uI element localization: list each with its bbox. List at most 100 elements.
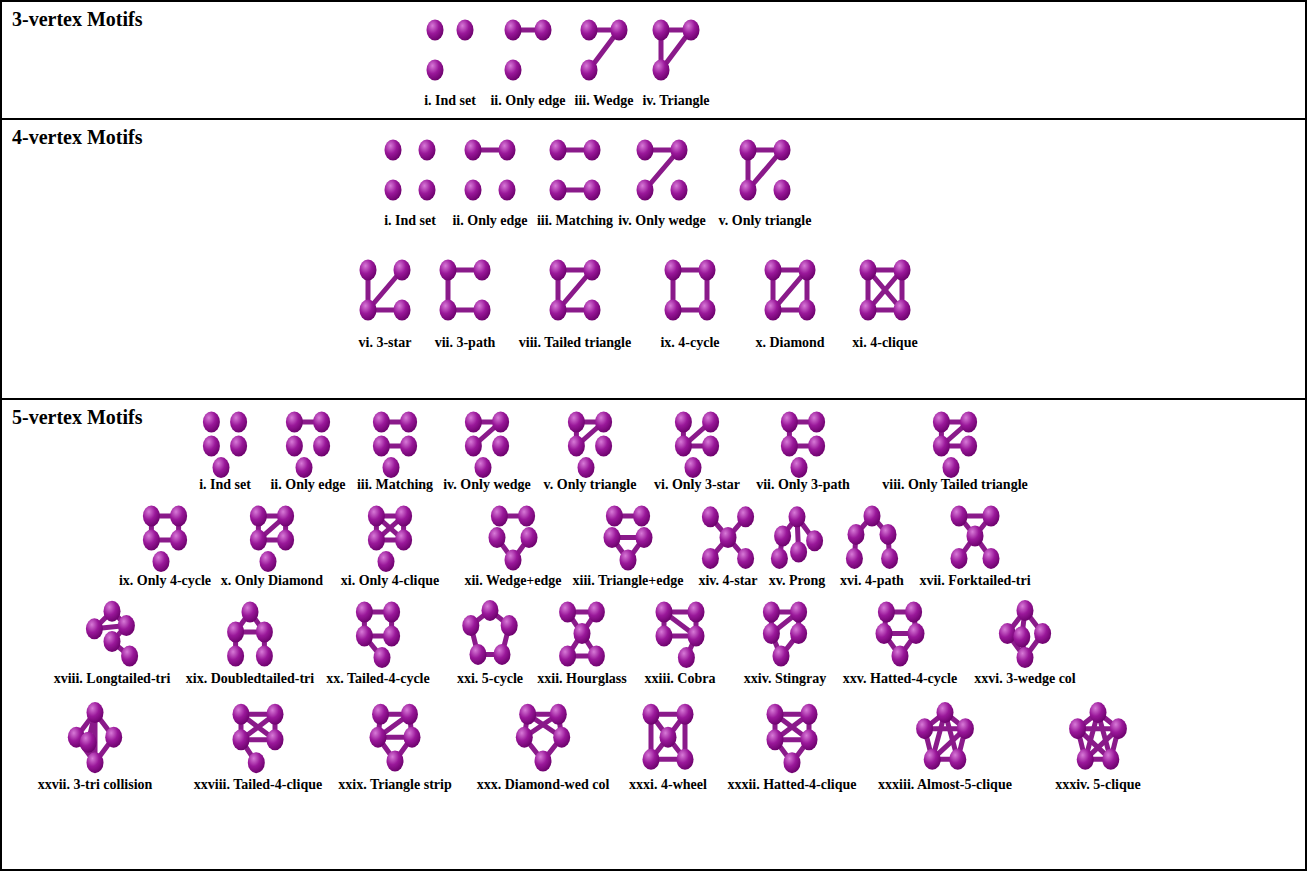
motif-graph <box>740 140 791 201</box>
motif-caption: iv. Only wedge <box>443 476 531 493</box>
motif-vertex <box>578 457 595 478</box>
motif-caption: xii. Wedge+edge <box>464 572 561 589</box>
motif-caption: iii. Matching <box>537 212 613 229</box>
motif-caption: xvi. 4-path <box>840 572 904 589</box>
motif-vertex <box>740 180 757 201</box>
motif-vertex <box>395 506 412 527</box>
motif-caption: x. Only Diamond <box>221 572 323 589</box>
motif-graph <box>951 506 1000 569</box>
motif-vertex <box>121 646 138 667</box>
motif-vertex <box>1069 718 1086 739</box>
motif-vertex <box>767 704 784 725</box>
motif-vertex <box>465 140 482 161</box>
motif-caption: xiv. 4-star <box>698 572 757 589</box>
motif-vertex <box>702 548 719 569</box>
motif-vertex <box>86 618 103 639</box>
motif-vertex <box>550 260 567 281</box>
motif-vertex <box>604 527 621 548</box>
motif-vertex <box>499 180 516 201</box>
motif-caption: xix. Doubledtailed-tri <box>186 670 314 687</box>
motif-vertex <box>313 436 330 457</box>
motif-vertex <box>568 412 585 433</box>
motif-vertex <box>427 60 444 81</box>
motif-caption: xvii. Forktailed-tri <box>919 572 1030 589</box>
motif-vertex <box>675 436 692 457</box>
motif-graph <box>385 140 436 201</box>
motif-vertex <box>949 749 966 770</box>
motif-vertex <box>781 436 798 457</box>
motif-vertex <box>846 548 863 569</box>
motif-graph <box>360 260 411 321</box>
motif-vertex <box>286 412 303 433</box>
motif-vertex <box>806 530 823 551</box>
motif-vertex <box>474 260 491 281</box>
motif-vertex <box>267 704 284 725</box>
motif-vertex <box>385 140 402 161</box>
motif-caption: xxxii. Hatted-4-clique <box>727 776 856 793</box>
motif-vertex <box>277 530 294 551</box>
motif-caption: i. Ind set <box>384 212 436 229</box>
motif-graph <box>462 600 517 665</box>
motif-vertex <box>372 704 389 725</box>
motif-vertex <box>892 646 909 667</box>
motif-vertex <box>256 646 273 667</box>
motif-caption: x. Diamond <box>755 334 824 351</box>
motif-vertex <box>924 749 941 770</box>
motif-vertex <box>378 551 395 572</box>
motif-vertex <box>933 412 950 433</box>
motif-graph <box>876 602 925 667</box>
motif-vertex <box>702 506 719 527</box>
motif-vertex <box>383 602 400 623</box>
motif-vertex <box>492 436 509 457</box>
motif-graph <box>368 506 412 573</box>
motif-vertex <box>864 506 881 527</box>
motif-vertex <box>440 260 457 281</box>
motif-vertex <box>791 457 808 478</box>
motif-vertex <box>677 704 694 725</box>
motif-vertex <box>636 527 653 548</box>
motif-vertex <box>1017 600 1034 621</box>
motif-graph <box>767 704 818 773</box>
motif-vertex <box>535 751 552 772</box>
motif-vertex <box>937 702 954 723</box>
motif-vertex <box>801 729 818 750</box>
motif-graph <box>581 20 628 81</box>
motif-vertex <box>277 506 294 527</box>
motif-vertex <box>457 20 474 41</box>
motif-vertex <box>790 623 807 644</box>
motif-vertex <box>383 457 400 478</box>
motif-graph <box>568 412 612 479</box>
motif-graph <box>860 260 911 321</box>
motif-caption: vi. Only 3-star <box>654 476 740 493</box>
motif-vertex <box>518 506 535 527</box>
motif-caption: v. Only triangle <box>719 212 812 229</box>
motif-vertex <box>494 644 511 665</box>
motif-vertex <box>373 412 390 433</box>
section-heading: 3-vertex Motifs <box>12 8 143 31</box>
motif-graph <box>675 412 719 479</box>
motif-vertex <box>250 506 267 527</box>
motif-caption: ii. Only edge <box>452 212 527 229</box>
motif-vertex <box>400 412 417 433</box>
motif-caption: vi. 3-star <box>359 334 412 351</box>
motif-caption: xi. 4-clique <box>852 334 917 351</box>
motif-vertex <box>637 140 654 161</box>
motif-caption: xxviii. Tailed-4-clique <box>194 776 322 793</box>
motif-vertex <box>908 623 925 644</box>
motif-vertex <box>227 622 244 643</box>
motif-vertex <box>360 300 377 321</box>
motif-vertex <box>588 602 605 623</box>
motif-vertex <box>419 180 436 201</box>
motif-vertex <box>574 623 591 644</box>
motif-caption: xxix. Triangle strip <box>338 776 451 793</box>
motif-vertex <box>763 623 780 644</box>
motif-vertex <box>876 623 893 644</box>
motif-vertex <box>419 140 436 161</box>
motif-vertex <box>656 626 673 647</box>
motif-vertex <box>774 180 791 201</box>
motif-vertex <box>1077 749 1094 770</box>
motif-vertex <box>250 530 267 551</box>
motif-vertex <box>465 436 482 457</box>
motif-graph <box>637 140 688 201</box>
motif-vertex <box>516 727 533 748</box>
